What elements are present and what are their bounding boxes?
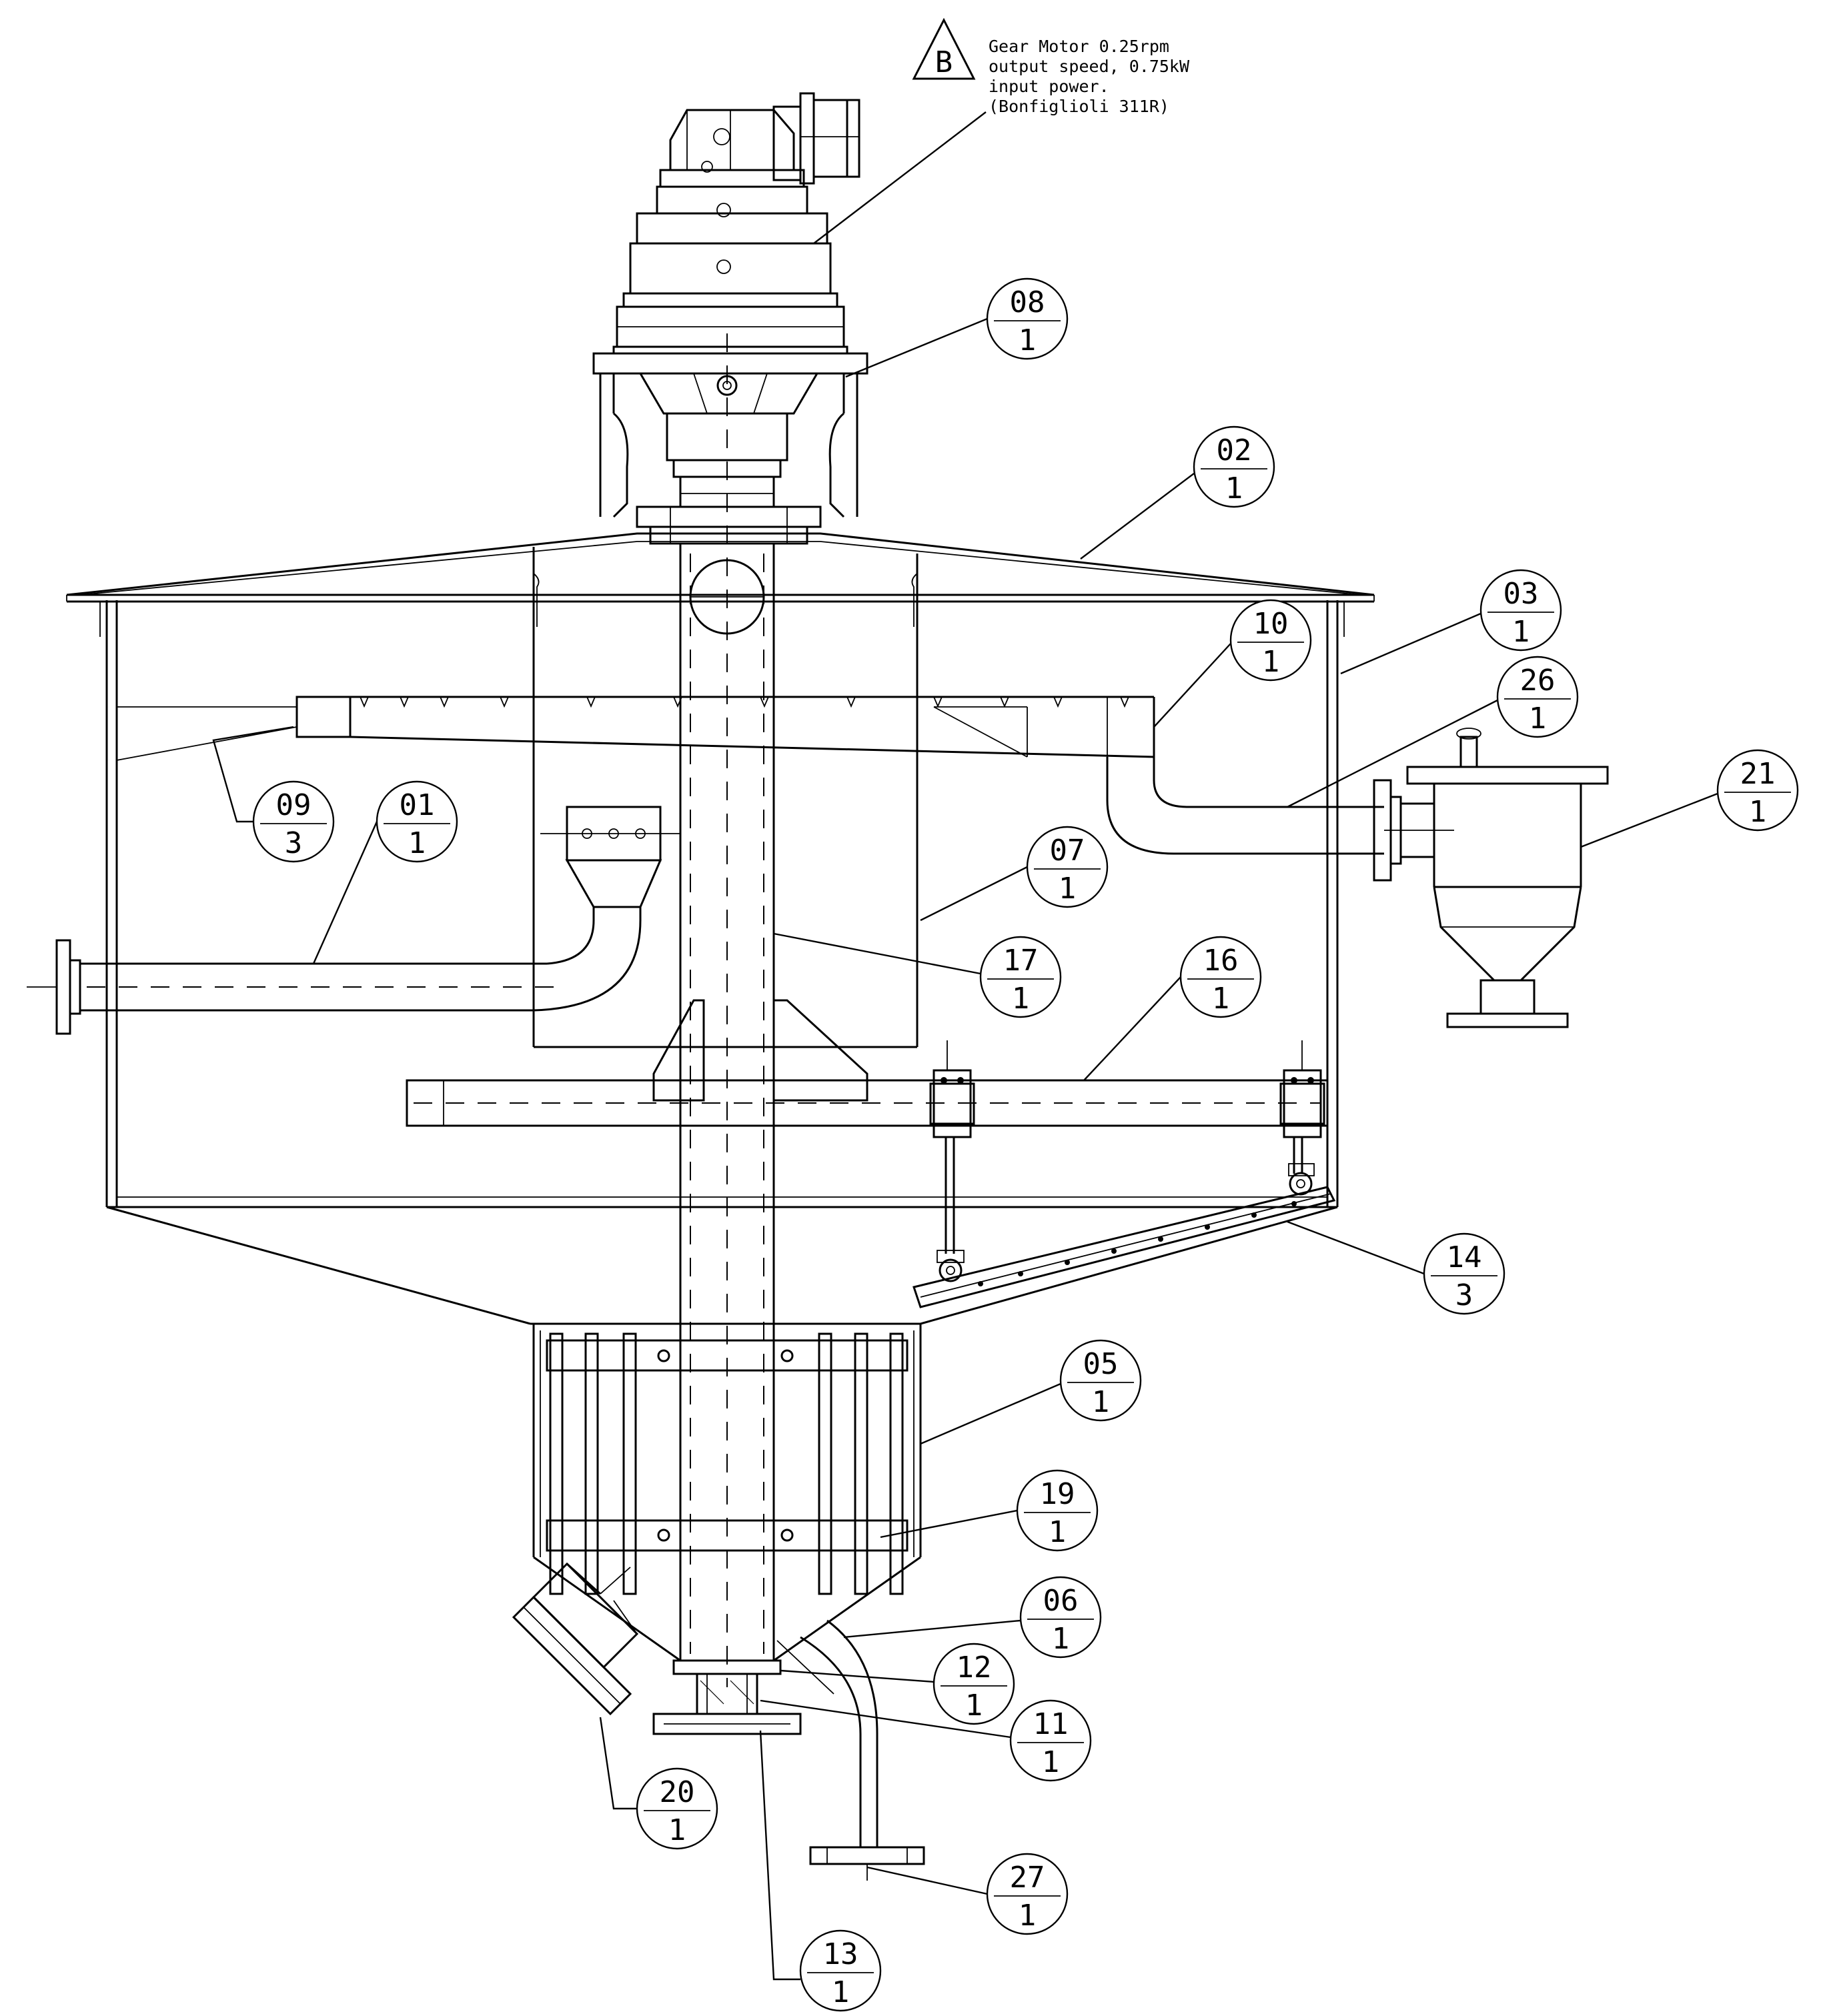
balloon-14-id: 14	[1447, 1240, 1482, 1274]
leader-lines	[212, 317, 1718, 1981]
balloon-01: 01 1	[376, 780, 458, 863]
rake-arm	[406, 999, 1329, 1254]
gear-motor	[612, 92, 860, 355]
balloon-05-qty: 1	[1092, 1385, 1110, 1419]
balloon-14: 14 3	[1423, 1232, 1505, 1315]
tank-shell	[99, 600, 1345, 1325]
overflow-launder	[116, 696, 1155, 761]
balloon-26-id: 26	[1520, 664, 1556, 698]
note-leader	[813, 111, 987, 244]
note-line-3: input power.	[989, 77, 1109, 96]
note-line-4: (Bonfiglioli 311R)	[989, 97, 1169, 116]
balloon-08-qty: 1	[1019, 323, 1037, 357]
balloon-09: 09 3	[252, 780, 335, 863]
balloon-16: 16 1	[1179, 936, 1262, 1018]
balloon-26: 26 1	[1496, 656, 1579, 738]
note-line-2: output speed, 0.75kW	[989, 57, 1190, 76]
balloon-10-id: 10	[1253, 607, 1289, 641]
balloon-21: 21 1	[1716, 749, 1799, 832]
balloon-21-qty: 1	[1749, 795, 1767, 829]
balloon-14-qty: 3	[1455, 1278, 1473, 1312]
bottom-bearing	[652, 1659, 802, 1735]
centre-shaft	[679, 544, 775, 1661]
balloon-27-qty: 1	[1019, 1899, 1037, 1933]
balloon-02: 02 1	[1193, 425, 1275, 508]
rake-blade	[912, 1163, 1336, 1308]
balloon-10-qty: 1	[1262, 645, 1280, 679]
balloon-12: 12 1	[933, 1643, 1015, 1725]
balloon-10: 10 1	[1229, 599, 1312, 682]
balloon-12-qty: 1	[965, 1689, 983, 1723]
balloon-11: 11 1	[1009, 1699, 1092, 1782]
balloon-19: 19 1	[1016, 1469, 1099, 1552]
outlet-pipe	[1106, 757, 1454, 882]
balloon-03: 03 1	[1479, 569, 1562, 652]
balloon-17-qty: 1	[1012, 982, 1030, 1016]
balloon-01-id: 01	[400, 788, 435, 822]
balloon-11-id: 11	[1033, 1707, 1069, 1741]
balloon-06-qty: 1	[1052, 1622, 1070, 1656]
revision-symbol: B	[935, 45, 953, 79]
balloon-26-qty: 1	[1529, 702, 1547, 736]
balloon-08: 08 1	[986, 277, 1069, 360]
balloon-11-qty: 1	[1042, 1745, 1060, 1779]
balloon-05: 05 1	[1059, 1339, 1142, 1422]
balloon-07-qty: 1	[1059, 872, 1077, 906]
balloon-07: 07 1	[1026, 826, 1109, 908]
balloon-27-id: 27	[1010, 1861, 1045, 1895]
balloon-03-id: 03	[1503, 577, 1539, 611]
balloon-17: 17 1	[979, 936, 1062, 1018]
revision-triangle	[912, 17, 976, 80]
balloon-20-id: 20	[660, 1775, 695, 1809]
balloon-16-qty: 1	[1212, 982, 1230, 1016]
tank-roof	[66, 532, 1375, 603]
balloon-17-id: 17	[1003, 944, 1039, 978]
balloon-19-qty: 1	[1049, 1515, 1067, 1549]
balloon-13-qty: 1	[832, 1975, 850, 2009]
balloon-12-id: 12	[957, 1651, 992, 1685]
balloon-03-qty: 1	[1512, 615, 1530, 649]
balloon-13-id: 13	[823, 1937, 858, 1971]
balloon-06-id: 06	[1043, 1584, 1079, 1618]
balloon-01-qty: 1	[408, 826, 426, 860]
balloon-27: 27 1	[986, 1853, 1069, 1935]
motor-stool	[592, 352, 868, 545]
balloon-02-id: 02	[1217, 433, 1252, 467]
feed-pipe	[27, 806, 680, 1035]
balloon-02-qty: 1	[1225, 471, 1243, 506]
inspection-nozzle	[512, 1562, 639, 1716]
balloon-19-id: 19	[1040, 1477, 1075, 1511]
feed-well	[532, 547, 919, 1048]
balloon-16-id: 16	[1203, 944, 1239, 978]
balloon-13: 13 1	[799, 1929, 882, 2012]
balloon-09-qty: 3	[285, 826, 303, 860]
balloon-07-id: 07	[1050, 834, 1085, 868]
sampler-box	[1399, 728, 1609, 1028]
underflow-cone	[532, 1324, 922, 1662]
balloon-06: 06 1	[1019, 1576, 1102, 1659]
bypass-pipe	[776, 1619, 925, 1881]
balloon-09-id: 09	[276, 788, 312, 822]
balloon-05-id: 05	[1083, 1347, 1119, 1381]
balloon-08-id: 08	[1010, 285, 1045, 319]
balloon-21-id: 21	[1740, 757, 1776, 791]
gear-motor-note: B Gear Motor 0.25rpm output speed, 0.75k…	[813, 17, 1190, 244]
balloon-20-qty: 1	[668, 1813, 686, 1847]
note-line-1: Gear Motor 0.25rpm	[989, 37, 1169, 56]
balloon-20: 20 1	[636, 1767, 718, 1850]
